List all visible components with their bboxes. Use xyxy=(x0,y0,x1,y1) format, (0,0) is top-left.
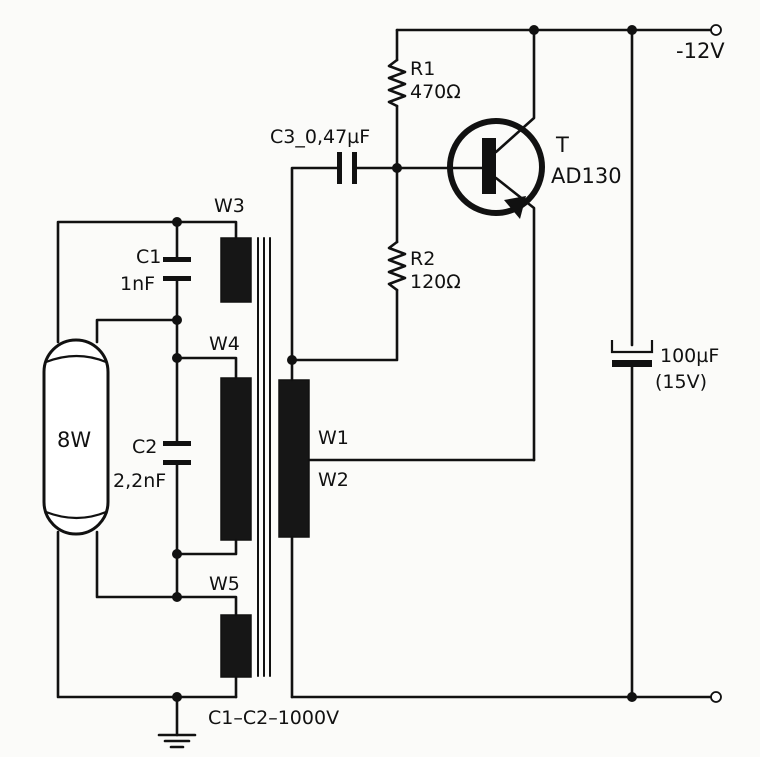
winding-w1-w2 xyxy=(278,358,536,699)
ground-icon xyxy=(157,733,197,749)
electrolytic-capacitor xyxy=(610,340,654,367)
capacitor-c1 xyxy=(163,257,191,281)
w1-label: W1 xyxy=(318,427,349,449)
transistor-type: AD130 xyxy=(551,164,622,188)
resistor-r1 xyxy=(387,28,407,170)
winding-w5 xyxy=(175,595,252,699)
voltage-rating-note: C1–C2–1000V xyxy=(208,707,339,729)
capacitor-c2 xyxy=(163,441,191,465)
w3-label: W3 xyxy=(214,195,245,217)
c2-value: 2,2nF xyxy=(113,470,166,492)
c3-label: C3_0,47µF xyxy=(270,126,370,148)
supply-voltage-label: -12V xyxy=(676,39,725,63)
c1-value: 1nF xyxy=(120,273,155,295)
r1-value: 470Ω xyxy=(410,81,461,103)
transistor xyxy=(395,28,545,462)
transformer-core xyxy=(257,237,271,677)
capacitor-c3 xyxy=(290,152,399,362)
c4-voltage: (15V) xyxy=(655,371,707,393)
r2-value: 120Ω xyxy=(410,271,461,293)
supply-rails xyxy=(290,24,722,703)
negative-terminal xyxy=(710,24,722,36)
ground-terminal xyxy=(710,691,722,703)
resistor-r2 xyxy=(287,163,407,365)
winding-w4 xyxy=(175,356,252,556)
r1-id: R1 xyxy=(410,58,435,80)
lamp-wiring xyxy=(56,217,238,737)
fluorescent-tube xyxy=(42,338,110,536)
r2-id: R2 xyxy=(410,248,435,270)
w2-label: W2 xyxy=(318,469,349,491)
c1-id: C1 xyxy=(136,246,161,268)
winding-w3 xyxy=(220,237,252,303)
c4-value: 100µF xyxy=(660,345,719,367)
w4-label: W4 xyxy=(209,333,240,355)
lamp-label: 8W xyxy=(57,428,91,452)
transistor-id: T xyxy=(555,133,569,157)
c2-id: C2 xyxy=(132,436,157,458)
w5-label: W5 xyxy=(209,573,240,595)
